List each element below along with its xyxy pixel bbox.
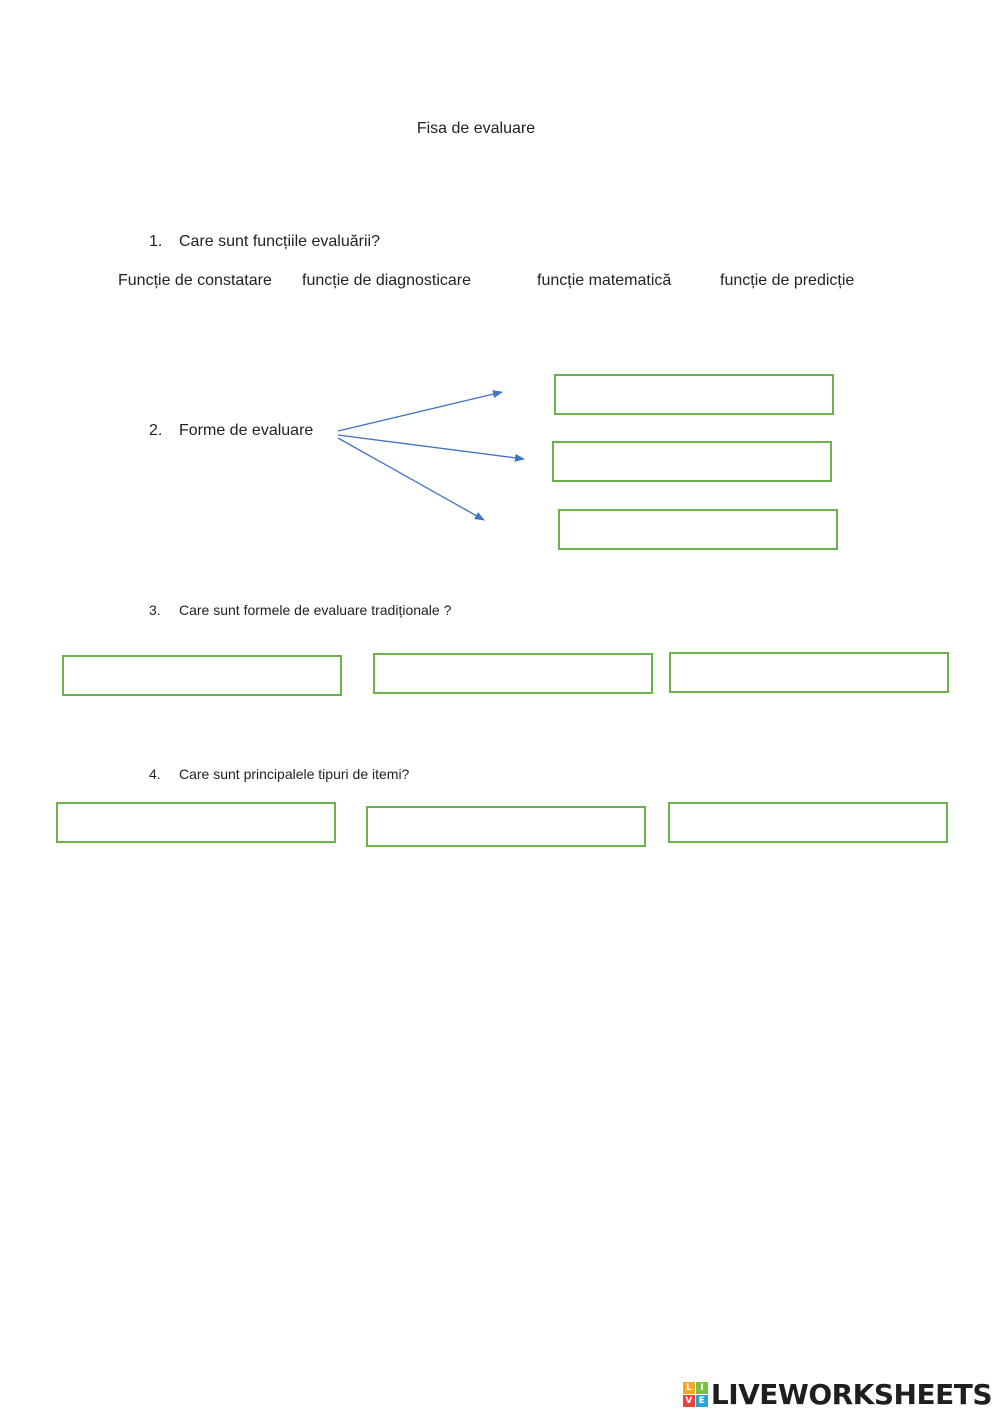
q2-number: 2. [149,422,163,439]
liveworksheets-logo: L I V E LIVEWORKSHEETS [682,1378,993,1411]
q4-number: 4. [149,766,161,782]
logo-text: LIVEWORKSHEETS [710,1378,993,1411]
q3-answer-box-2[interactable] [373,653,653,694]
arrow-2 [337,434,525,462]
q1-option-3[interactable]: funcție matematică [537,272,672,289]
q1-number: 1. [149,233,163,250]
logo-grid-icon: L I V E [682,1382,708,1407]
q3-text: Care sunt formele de evaluare tradiționa… [179,602,452,618]
q1-option-2[interactable]: funcție de diagnosticare [302,272,471,289]
q4-text: Care sunt principalele tipuri de itemi? [179,766,410,782]
q2-answer-box-2[interactable] [552,441,832,482]
arrow-1 [337,390,503,432]
logo-letter-l: L [682,1382,695,1394]
arrow-3 [337,437,485,521]
logo-letter-i: I [695,1382,708,1394]
logo-letter-e: E [695,1395,708,1407]
q4-answer-box-1[interactable] [56,802,336,843]
q2-text: Forme de evaluare [179,422,314,439]
q3-answer-box-1[interactable] [62,655,342,696]
q2-answer-box-1[interactable] [554,374,834,415]
q1-option-4[interactable]: funcție de predicție [720,272,855,289]
q1-option-1[interactable]: Funcție de constatare [118,272,272,289]
q3-number: 3. [149,602,161,618]
q2-answer-box-3[interactable] [558,509,838,550]
page-title: Fisa de evaluare [416,120,536,137]
logo-letter-v: V [682,1395,695,1407]
q1-text: Care sunt funcțiile evaluării? [179,233,380,250]
q3-answer-box-3[interactable] [669,652,949,693]
q4-answer-box-2[interactable] [366,806,646,847]
q4-answer-box-3[interactable] [668,802,948,843]
